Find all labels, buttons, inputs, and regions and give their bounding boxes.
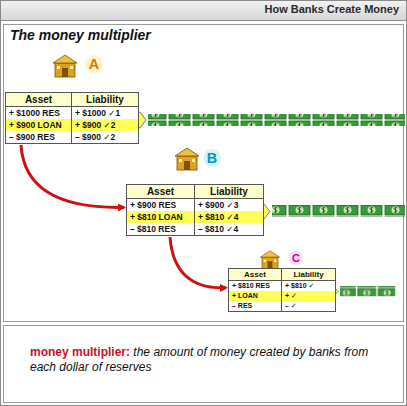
dollar-bills bbox=[272, 205, 405, 217]
flow-arrow bbox=[21, 145, 124, 207]
ledger-entry: + $810 RES bbox=[229, 281, 282, 291]
ledger-entry: – $900 ✓2 bbox=[72, 131, 138, 143]
dollar-bills bbox=[148, 114, 405, 126]
ledger-entry: – ✓ bbox=[282, 301, 335, 311]
ledger-entry: + LOAN bbox=[229, 291, 282, 301]
bank-letter: A bbox=[85, 55, 103, 73]
caption-text: money multiplier: the amount of money cr… bbox=[30, 345, 380, 375]
page-title: How Banks Create Money bbox=[265, 3, 399, 15]
column-header: Asset bbox=[6, 93, 72, 107]
ledger-entry: – $900 RES bbox=[6, 131, 72, 143]
ledger-entry: + $810 ✓ bbox=[282, 281, 335, 291]
dollar-bills bbox=[340, 286, 395, 296]
bank-letter: B bbox=[203, 149, 221, 167]
ledger-entry: + $810 LOAN bbox=[127, 211, 195, 223]
column-header: Asset bbox=[127, 185, 195, 199]
ledger-entry: + $900 RES bbox=[127, 199, 195, 211]
column-header: Liability bbox=[282, 269, 335, 281]
ledger-entry: + $900 LOAN bbox=[6, 119, 72, 131]
t-account: CAssetLiability+ $810 RES+ $810 ✓+ LOAN+… bbox=[228, 268, 336, 312]
ledger-entry: – RES bbox=[229, 301, 282, 311]
ledger-entry: + $1000 RES bbox=[6, 107, 72, 119]
ledger-entry: + $900 ✓3 bbox=[195, 199, 263, 211]
bank-icon bbox=[53, 55, 77, 77]
column-header: Liability bbox=[72, 93, 138, 107]
ledger-entry: + $1000 ✓1 bbox=[72, 107, 138, 119]
bank-letter: C bbox=[289, 251, 303, 265]
bank-icon bbox=[260, 251, 279, 269]
ledger-entry: + ✓ bbox=[282, 291, 335, 301]
ledger-entry: – $810 RES bbox=[127, 223, 195, 235]
term-label: money multiplier: bbox=[30, 345, 130, 359]
section-heading: The money multiplier bbox=[10, 27, 151, 43]
column-header: Asset bbox=[229, 269, 282, 281]
t-account: BAssetLiability+ $900 RES+ $900 ✓3+ $810… bbox=[126, 184, 264, 236]
t-account: AAssetLiability+ $1000 RES+ $1000 ✓1+ $9… bbox=[5, 92, 139, 144]
ledger-entry: – $810 ✓4 bbox=[195, 223, 263, 235]
ledger-entry: + $810 ✓4 bbox=[195, 211, 263, 223]
bank-icon bbox=[175, 148, 199, 170]
column-header: Liability bbox=[195, 185, 263, 199]
ledger-entry: + $900 ✓2 bbox=[72, 119, 138, 131]
flow-arrow bbox=[170, 237, 226, 288]
